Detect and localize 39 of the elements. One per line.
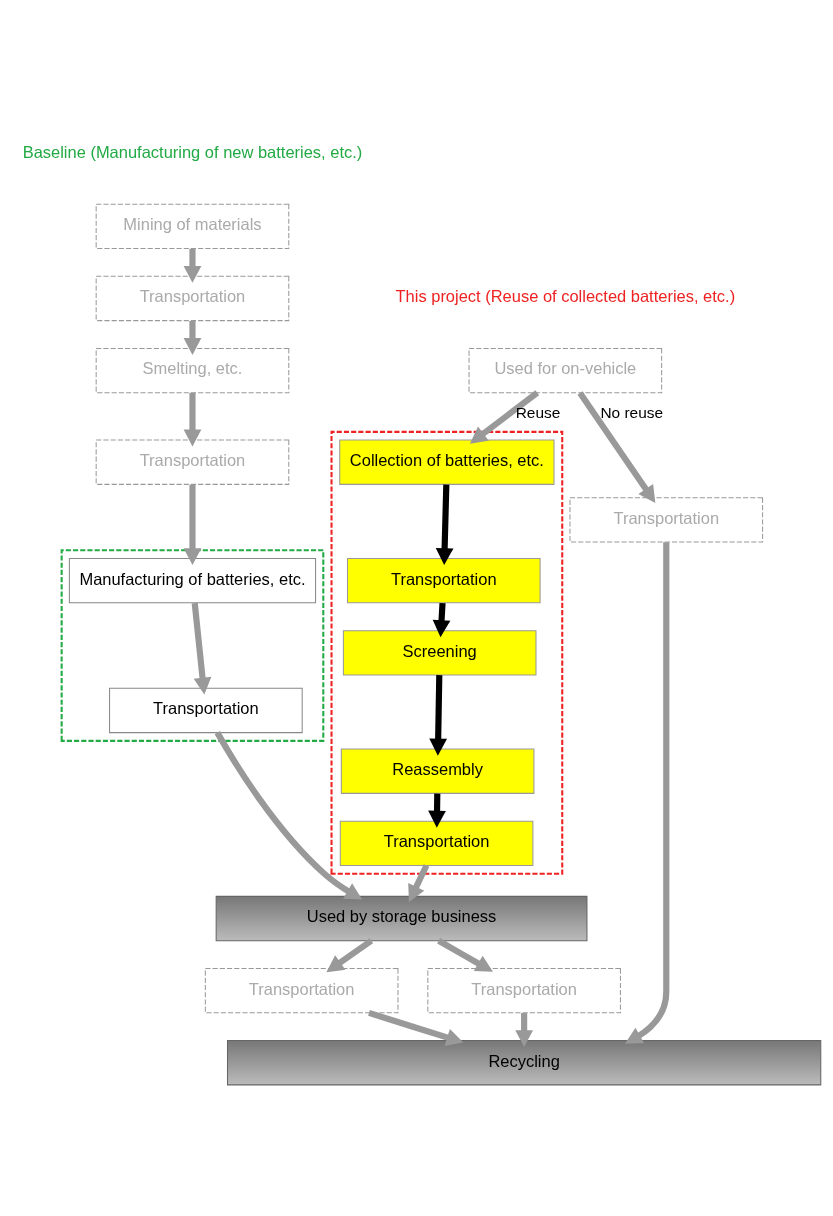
arrow	[183, 320, 202, 355]
node-box: Transportation	[95, 439, 290, 485]
edge-label: No reuse	[600, 403, 664, 421]
edge-label: Reuse	[515, 403, 561, 421]
arrow	[183, 248, 202, 283]
node-box: Smelting, etc.	[95, 347, 290, 393]
arrow	[368, 1009, 464, 1046]
label: Baseline (Manufacturing of new batteries, etc.)	[22, 142, 363, 161]
node-box: Transportation	[109, 687, 303, 733]
node-box: Transportation	[346, 557, 541, 603]
node-box: Manufacturing of batteries, etc.	[68, 557, 317, 603]
arrow	[437, 937, 493, 972]
arrow	[432, 602, 451, 637]
arrow	[191, 602, 212, 695]
node-box: Transportation	[427, 967, 621, 1013]
node-box: Collection of batteries, etc.	[339, 439, 555, 485]
node-box: Reassembly	[340, 748, 535, 794]
cluster	[330, 430, 564, 875]
node-box: Transportation	[569, 496, 764, 543]
arrow	[515, 1012, 534, 1047]
arrow	[326, 937, 374, 972]
node-box: Transportation	[204, 967, 399, 1013]
node-box: Screening	[342, 629, 537, 675]
arrow	[435, 484, 454, 565]
node-box: Transportation	[95, 275, 290, 321]
node-box: Recycling	[226, 1039, 822, 1085]
arrow	[183, 484, 202, 565]
arrow	[183, 392, 202, 446]
arrow	[428, 793, 446, 828]
node-box: Transportation	[339, 820, 534, 866]
arrow	[624, 541, 670, 1044]
arrow	[577, 390, 656, 503]
node-box: Used by storage business	[215, 895, 588, 941]
arrow	[408, 863, 430, 902]
label: This project (Reuse of collected batteries, etc.)	[395, 286, 736, 305]
arrow	[469, 389, 540, 444]
arrow	[429, 674, 448, 756]
node-box: Used for on-vehicle	[468, 347, 663, 393]
node-box: Mining of materials	[95, 203, 290, 249]
